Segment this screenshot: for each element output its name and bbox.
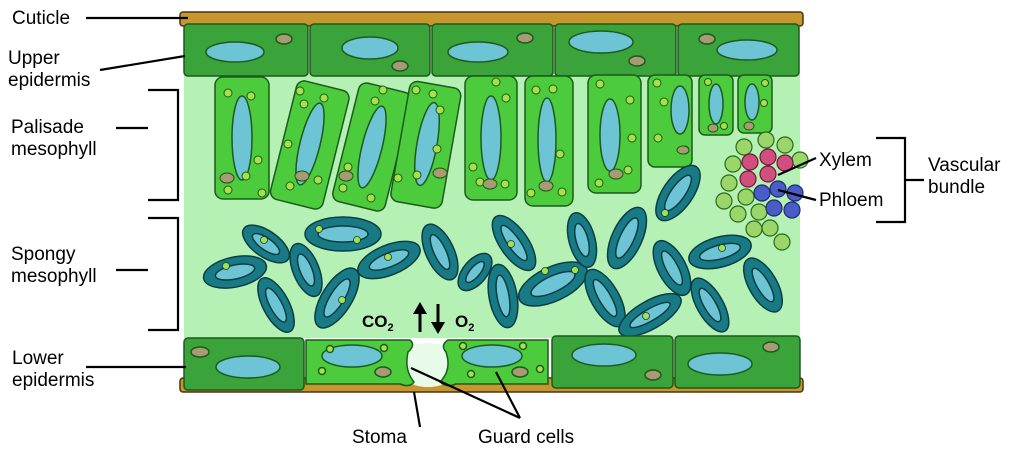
cuticle-label: Cuticle — [12, 8, 70, 29]
phloem-label: Phloem — [819, 190, 883, 211]
stoma-label: Stoma — [352, 427, 407, 448]
upper-epidermis-cells — [184, 24, 799, 76]
xylem-label: Xylem — [819, 150, 872, 171]
guard-cells-label: Guard cells — [478, 427, 574, 448]
